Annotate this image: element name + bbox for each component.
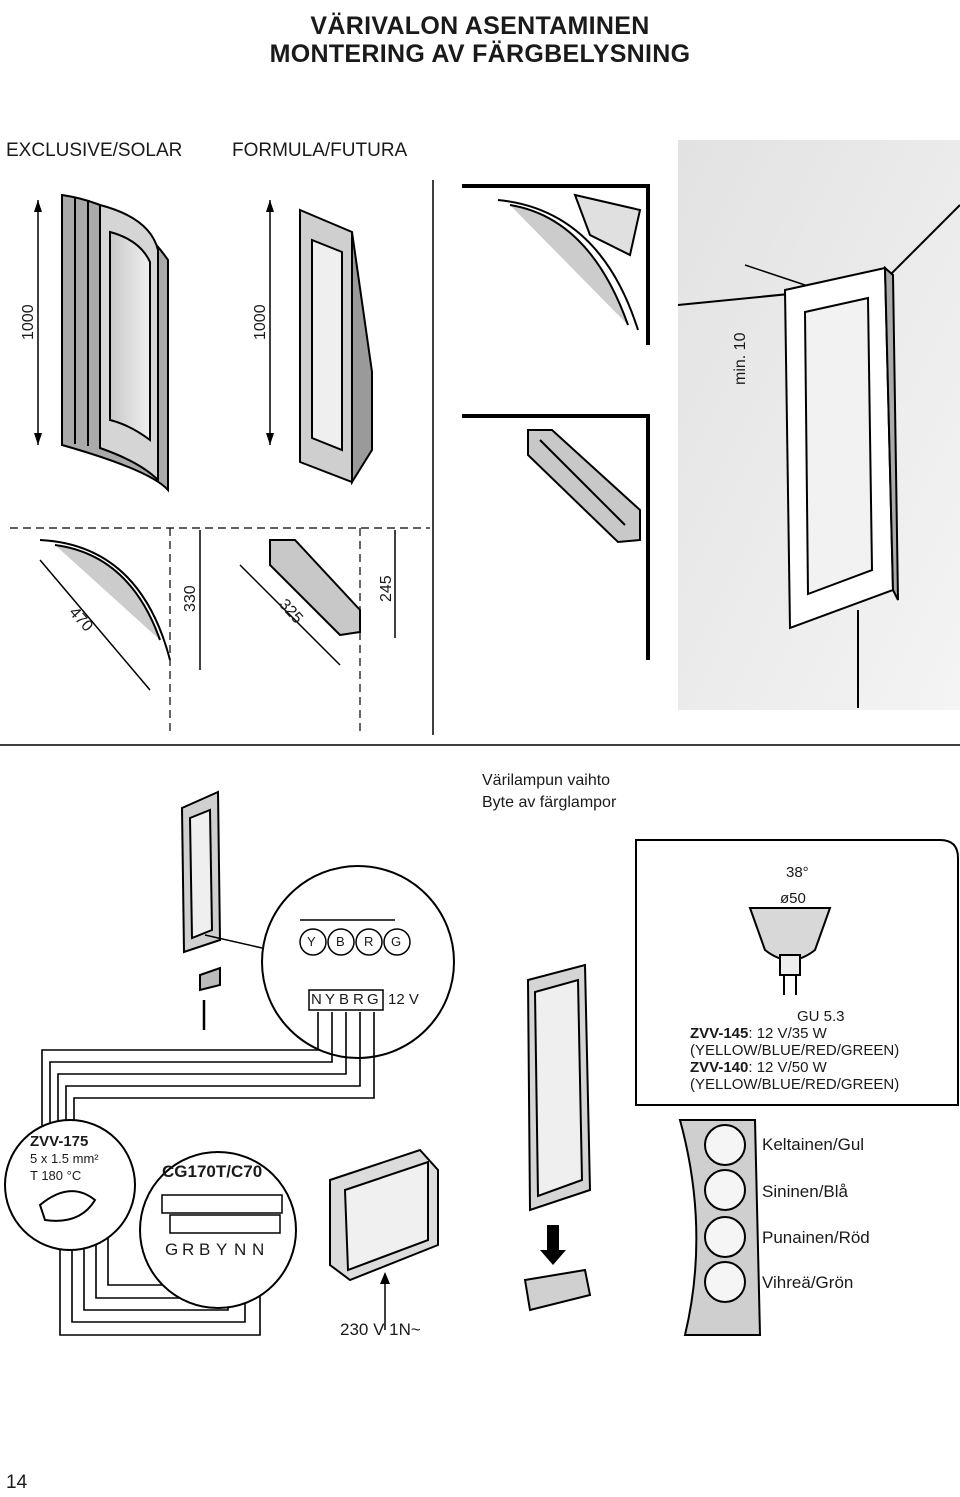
bulb-socket: GU 5.3 xyxy=(797,1008,845,1025)
down-arrow-icon xyxy=(540,1225,566,1265)
title-line-1: VÄRIVALON ASENTAMINEN xyxy=(310,12,650,40)
dim-arrow xyxy=(266,433,274,445)
lamp-change-line2: Byte av färglampor xyxy=(482,794,617,811)
connector-top-label: R xyxy=(364,934,374,949)
lamp-change-line1: Värilampun vaihto xyxy=(482,772,611,789)
terminal-label: B xyxy=(199,1240,211,1259)
corner-lamp-perspective xyxy=(783,265,899,630)
title-line-2: MONTERING AV FÄRGBELYSNING xyxy=(269,40,691,68)
color-green-label: Vihreä/Grön xyxy=(762,1273,854,1292)
connector-top-label: G xyxy=(391,934,402,949)
dim-min-gap: min. 10 xyxy=(732,332,749,385)
lamp-blue xyxy=(704,1169,746,1211)
corner-top-view-curved xyxy=(462,184,650,345)
dimension-curved-top xyxy=(10,527,430,735)
control-model: CG170T/C70 xyxy=(162,1162,263,1181)
dim-arrow xyxy=(34,200,42,212)
magnifier-circle xyxy=(261,865,455,1059)
color-yellow-label: Keltainen/Gul xyxy=(762,1135,865,1154)
terminal-label: R xyxy=(182,1240,195,1259)
dim-flat-depth: 245 xyxy=(378,575,395,602)
cable-icon xyxy=(38,1190,97,1222)
lamp-holder xyxy=(523,1268,592,1312)
magnifier-pointer xyxy=(204,934,263,949)
lamp-red xyxy=(704,1216,746,1258)
connector-bottom-label: Y xyxy=(325,991,336,1008)
dim-height-right: 1000 xyxy=(252,304,269,340)
cable-circle xyxy=(4,1119,136,1251)
model-label-right: FORMULA/FUTURA xyxy=(232,140,408,161)
terminal-label: Y xyxy=(216,1240,228,1259)
dim-arrow xyxy=(266,200,274,212)
terminal-label: N xyxy=(252,1240,265,1259)
cable-model: ZVV-175 xyxy=(30,1133,89,1150)
bulb-spec2-model: ZVV-140 xyxy=(690,1059,749,1076)
page-number: 14 xyxy=(6,1472,28,1493)
formula-lamp-front xyxy=(299,208,373,486)
bulb-detail-box xyxy=(635,839,959,1106)
connector-voltage: 12 V xyxy=(388,991,419,1008)
exclusive-lamp-front xyxy=(61,193,169,493)
lamp-change-unit xyxy=(180,790,222,1030)
terminal-block xyxy=(161,1194,283,1234)
bulb-spec2-value: : 12 V/50 W xyxy=(748,1059,827,1076)
bulb-spec1: ZVV-145: 12 V/35 W xyxy=(690,1025,827,1042)
cable-temp: T 180 °C xyxy=(30,1168,82,1183)
bulb-spec1-model: ZVV-145 xyxy=(690,1025,749,1042)
dim-arc-depth: 330 xyxy=(182,585,199,612)
connector-bottom-label: R xyxy=(353,991,364,1008)
connector-top-label: Y xyxy=(307,934,316,949)
dimension-flat-top xyxy=(239,528,396,735)
bulb-spec2: ZVV-140: 12 V/50 W xyxy=(690,1059,827,1076)
terminal-label: N xyxy=(234,1240,247,1259)
bulb-spec1-colors: (YELLOW/BLUE/RED/GREEN) xyxy=(690,1042,900,1059)
bulb-drawing xyxy=(748,907,832,995)
dim-height-left: 1000 xyxy=(20,304,37,340)
bulb-angle: 38° xyxy=(786,864,809,881)
bulb-diameter: ø50 xyxy=(780,890,806,907)
corner-top-view-flat xyxy=(462,414,650,660)
color-blue-label: Sininen/Blå xyxy=(762,1182,849,1201)
dim-arrow xyxy=(34,433,42,445)
connector-bottom-label: G xyxy=(367,991,379,1008)
bulb-spec2-colors: (YELLOW/BLUE/RED/GREEN) xyxy=(690,1076,900,1093)
dim-min-gap-line xyxy=(744,264,806,286)
lamp-green xyxy=(704,1261,746,1303)
lamp-yellow xyxy=(704,1124,746,1166)
replacement-lamp xyxy=(526,963,592,1212)
color-red-label: Punainen/Röd xyxy=(762,1228,870,1247)
bulb-spec1-value: : 12 V/35 W xyxy=(748,1025,827,1042)
wall-corner-line xyxy=(879,204,960,286)
connector-bottom-label: B xyxy=(339,991,350,1008)
terminal-label: G xyxy=(165,1240,179,1259)
supply-arrow-head xyxy=(380,1272,390,1284)
cable-size: 5 x 1.5 mm² xyxy=(30,1151,99,1166)
connector-bottom-label: N xyxy=(311,991,322,1008)
power-unit xyxy=(329,1148,439,1282)
supply-voltage: 230 V 1N~ xyxy=(340,1320,421,1339)
connector-top-label: B xyxy=(336,934,345,949)
connector-diagram xyxy=(299,919,411,1011)
model-label-left: EXCLUSIVE/SOLAR xyxy=(6,140,183,161)
